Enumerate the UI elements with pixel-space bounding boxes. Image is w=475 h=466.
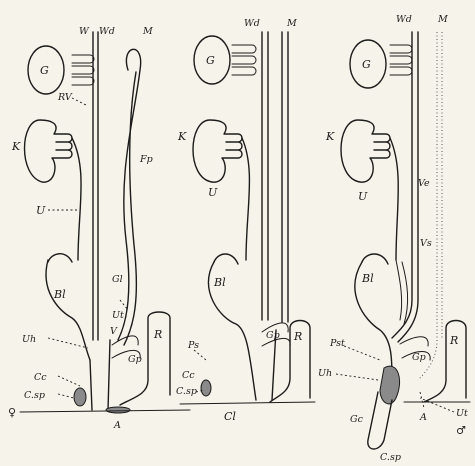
leader-uh	[48, 338, 88, 348]
label-gp: Gp	[266, 330, 280, 341]
label-ut: Ut	[112, 310, 124, 321]
label-u: U	[36, 204, 46, 217]
label-k: K	[11, 140, 21, 153]
mullerian-remnant	[418, 32, 437, 380]
ureter	[242, 138, 249, 260]
fallopian-tube-wall	[124, 72, 136, 345]
prostate-shape	[380, 366, 400, 404]
leader-csp	[58, 394, 74, 398]
urogenital-sinus	[90, 340, 110, 410]
leader-uh	[336, 374, 378, 380]
label-csp: C.sp	[176, 386, 197, 397]
leader-pst	[344, 346, 380, 360]
panel-male: Wd M G K U Ve Vs Bl Pst Gp R Uh Gc A Ut …	[318, 14, 470, 463]
label-cl: Cl	[224, 410, 236, 423]
label-g: G	[362, 58, 371, 71]
label-ut: Ut	[456, 408, 468, 419]
label-wd: Wd	[244, 18, 260, 29]
label-m: M	[286, 18, 297, 29]
bladder-top	[214, 254, 238, 264]
label-gl: Gl	[112, 274, 123, 285]
anus-shape	[106, 407, 130, 413]
leader-rv	[72, 98, 86, 105]
leader-ut	[420, 398, 454, 412]
seminal-vesicles	[396, 260, 408, 324]
label-male-sign: ♂	[456, 424, 466, 437]
kidney-shape	[341, 120, 390, 182]
label-wd: Wd	[396, 14, 412, 25]
label-pst: Pst	[329, 338, 345, 349]
label-rv: RV	[57, 92, 73, 103]
label-bl: Bl	[361, 272, 374, 285]
panel-female: W Wd M G RV Fp K U Gl Bl Ut Uh V Gp R Cc…	[8, 26, 190, 431]
label-g: G	[206, 54, 215, 67]
ureter	[390, 138, 398, 260]
label-vs: Vs	[420, 238, 432, 249]
label-a: A	[113, 420, 121, 431]
label-fp: Fp	[139, 154, 153, 165]
fallopian-tube	[118, 49, 141, 340]
label-uh: Uh	[318, 368, 332, 379]
wolffian-body-coils	[72, 55, 94, 85]
leader-ps	[194, 350, 206, 360]
label-uh: Uh	[22, 334, 36, 345]
bladder-shape	[46, 260, 90, 360]
label-u: U	[358, 190, 368, 203]
wolffian-body-coils	[390, 45, 412, 75]
baseline	[20, 410, 190, 412]
leader-cc	[58, 376, 80, 386]
label-gp: Gp	[412, 352, 426, 363]
label-u: U	[208, 186, 218, 199]
wolffian-body-coils	[232, 45, 256, 75]
label-bl: Bl	[53, 288, 66, 301]
label-csp: C.sp	[24, 390, 45, 401]
label-v: V	[110, 326, 118, 337]
bladder-top	[362, 254, 388, 264]
baseline	[180, 402, 315, 404]
label-cc: Cc	[182, 370, 195, 381]
label-gc: Gc	[350, 414, 364, 425]
label-gp: Gp	[128, 354, 142, 365]
label-wd: Wd	[99, 26, 115, 37]
label-a: A	[419, 412, 427, 423]
label-m: M	[437, 14, 448, 25]
corpus-spongiosum-shape	[74, 388, 86, 406]
label-bl: Bl	[213, 276, 226, 289]
panel-indifferent: Wd M G K U Bl Ps Gp R Cc C.sp Cl	[176, 18, 315, 423]
vas-deferens	[392, 32, 412, 338]
bladder-top	[48, 254, 72, 262]
label-k: K	[177, 130, 187, 143]
corpus-spongiosum-shape	[201, 380, 211, 396]
label-csp: C.sp	[380, 452, 401, 463]
label-r: R	[153, 328, 162, 341]
label-cc: Cc	[34, 372, 47, 383]
label-r: R	[293, 330, 302, 343]
label-r: R	[449, 334, 458, 347]
leader-a	[420, 392, 424, 408]
ureter	[72, 138, 81, 260]
kidney-shape	[193, 120, 242, 182]
label-female-sign: ♀	[8, 406, 16, 419]
label-ps: Ps	[187, 340, 199, 351]
label-w: W	[79, 26, 90, 37]
label-m: M	[142, 26, 153, 37]
kidney-shape	[25, 120, 73, 182]
label-k: K	[325, 130, 335, 143]
label-ve: Ve	[418, 178, 430, 189]
rectum-shape	[424, 321, 466, 403]
label-g: G	[40, 64, 49, 77]
